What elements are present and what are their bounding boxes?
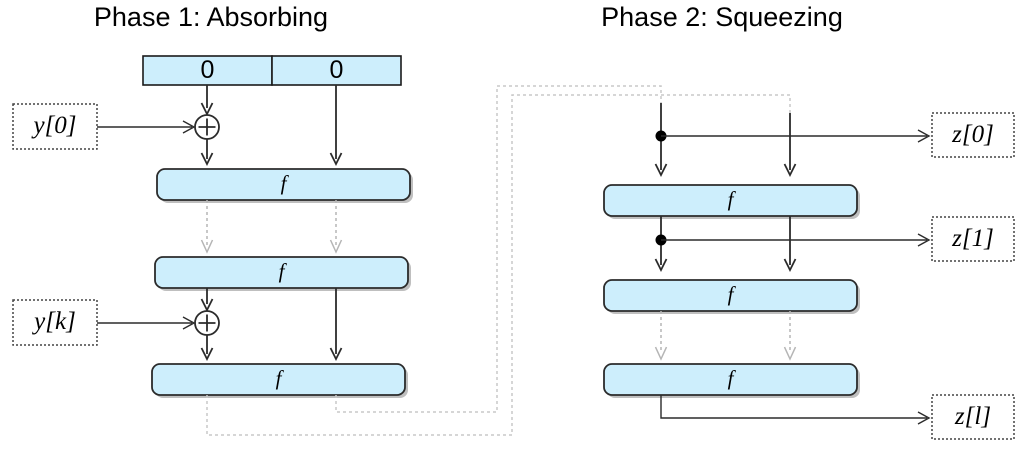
- p2-f1-box: [603, 184, 858, 217]
- output-z1: z[1]: [655, 216, 1015, 262]
- permutation-block-p2-f1: f: [603, 184, 860, 219]
- phase-1-title: Phase 1: Absorbing: [94, 2, 328, 32]
- permutation-block-p1-f2: f: [154, 256, 411, 291]
- initial-state-block: 0 0: [142, 55, 402, 86]
- p2-lane-right-mid: [783, 216, 797, 273]
- p2-f3-box: [603, 363, 858, 396]
- permutation-block-p1-f3: f: [151, 363, 408, 398]
- input-yk-box: [12, 299, 98, 346]
- p1-f2-label: f: [279, 259, 288, 283]
- p2-f2-label: f: [728, 282, 737, 306]
- p1-f2-to-f3-right: [329, 288, 343, 362]
- permutation-block-p1-f1: f: [156, 168, 413, 203]
- p1-f1-box: [156, 168, 411, 201]
- p2-f2-box: [603, 279, 858, 312]
- input-y0-label: y[0]: [30, 112, 76, 139]
- state-cell-capacity-label: 0: [330, 56, 344, 84]
- phase-2-title: Phase 2: Squeezing: [601, 2, 843, 32]
- state-cell-rate: [142, 55, 273, 86]
- p1-lane-left-to-xor0: [200, 85, 214, 117]
- output-z0-label: z[0]: [951, 121, 994, 148]
- p1-f2-to-xor-k: [200, 288, 214, 313]
- p1-elided-rounds-1: [200, 200, 343, 254]
- p1-f3-label: f: [276, 366, 285, 390]
- output-z1-box: [931, 216, 1015, 262]
- p1-f2-box: [154, 256, 409, 289]
- p2-elided-rounds: [654, 311, 797, 361]
- state-cell-rate-label: 0: [201, 56, 215, 84]
- output-zl-box: [931, 394, 1015, 440]
- output-z1-label: z[1]: [951, 225, 994, 252]
- input-y0: y[0]: [12, 103, 196, 150]
- p2-f3-label: f: [728, 366, 737, 390]
- xor-gate-y0: [194, 114, 220, 140]
- p2-lane-right-top: [783, 113, 797, 178]
- route-capacity-to-phase2: [206, 94, 791, 436]
- input-yk: y[k]: [12, 299, 196, 346]
- output-zl: z[l]: [660, 394, 1015, 440]
- route-rate-to-phase2: [335, 85, 662, 413]
- input-y0-box: [12, 103, 98, 150]
- input-yk-label: y[k]: [31, 308, 76, 335]
- output-z0-box: [931, 112, 1015, 158]
- permutation-block-p2-f3: f: [603, 363, 860, 398]
- output-zl-label: z[l]: [954, 403, 991, 430]
- permutation-block-p2-f2: f: [603, 279, 860, 314]
- xor-gate-yk: [194, 310, 220, 336]
- p2-f1-label: f: [728, 187, 737, 211]
- p1-xor0-to-f1: [200, 139, 214, 167]
- p1-f1-label: f: [281, 171, 290, 195]
- p1-f3-box: [151, 363, 406, 396]
- p1-xork-to-f3: [200, 335, 214, 362]
- output-z0: z[0]: [655, 112, 1015, 158]
- p1-lane-right-to-f1: [329, 85, 343, 167]
